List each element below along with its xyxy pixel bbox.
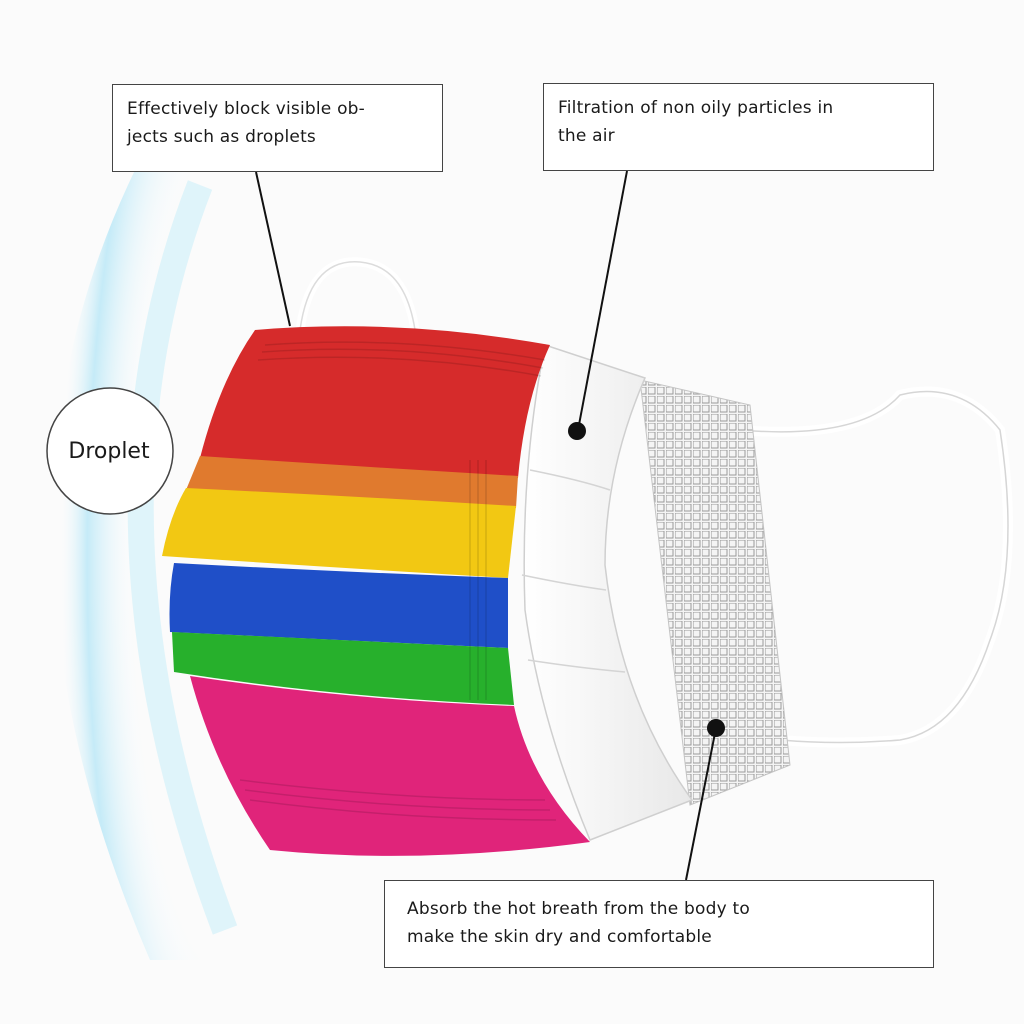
stripe-magenta: [190, 676, 590, 856]
callout-block-droplets-line-1: Effectively block visible ob-: [127, 99, 365, 119]
inner-mesh-layer: [639, 379, 791, 806]
pointer-dot-white-layer: [568, 422, 586, 440]
leader-line-block: [255, 171, 291, 327]
callout-absorb-line-1: Absorb the hot breath from the body to: [407, 899, 750, 919]
ear-loop-top-outline: [299, 261, 416, 331]
stripe-yellow: [162, 488, 516, 578]
callout-absorb-line-2: make the skin dry and comfortable: [407, 927, 712, 947]
ear-loop-top: [295, 257, 420, 331]
callout-block-droplets: Effectively block visible ob- jects such…: [112, 84, 443, 172]
callout-absorb: Absorb the hot breath from the body to m…: [384, 880, 934, 968]
white-layer-pleat-2: [521, 574, 607, 591]
droplet-circle: [46, 387, 174, 515]
droplet-glow-arc-inner: [127, 180, 238, 935]
callout-filtration-line-2: the air: [558, 126, 615, 146]
stripe-red: [200, 326, 550, 478]
callout-filtration: Filtration of non oily particles in the …: [543, 83, 934, 171]
middle-white-layer: [523, 344, 694, 841]
droplet-label: Droplet: [68, 439, 150, 464]
pleat-texture: [239, 341, 557, 821]
ear-loop-right-outline: [739, 390, 1009, 744]
white-layer-pleat-1: [529, 469, 611, 491]
stripe-green: [172, 632, 514, 705]
stripe-orange: [186, 456, 518, 508]
callout-block-droplets-line-2: jects such as droplets: [127, 127, 316, 147]
pointer-dot-mesh-layer: [707, 719, 725, 737]
callout-filtration-line-1: Filtration of non oily particles in: [558, 98, 834, 118]
droplet-glow-arc: [52, 160, 240, 960]
stripe-blue: [169, 563, 508, 648]
white-layer-pleat-3: [527, 659, 626, 673]
leader-line-filtration: [577, 170, 628, 431]
leader-line-absorb: [685, 727, 717, 881]
